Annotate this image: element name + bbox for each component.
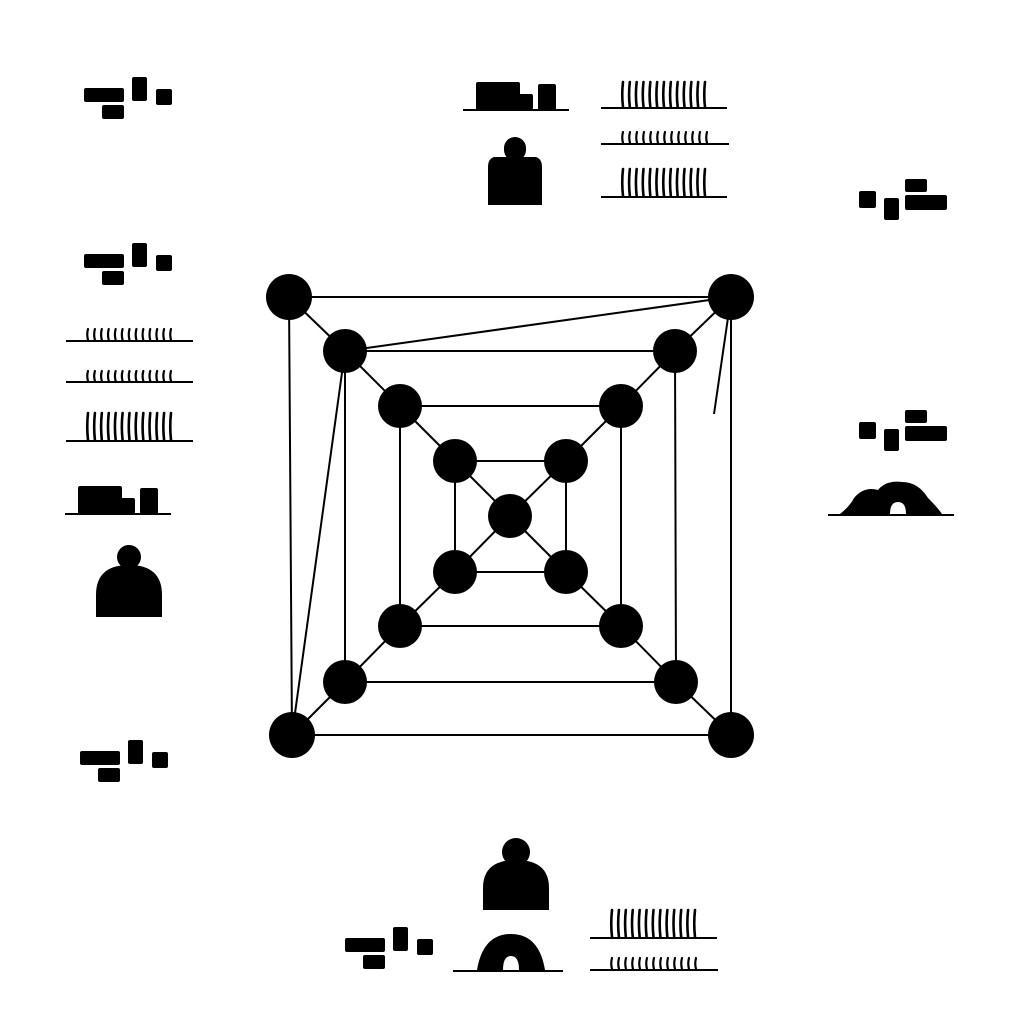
graph-edge (288, 296, 293, 736)
pawn-glyph-left (96, 545, 162, 617)
brick-glyph-left-lower (80, 740, 168, 782)
graph-node (599, 384, 643, 428)
graph-node (654, 660, 698, 704)
graph-node (599, 604, 643, 648)
cave-glyph-right (828, 481, 954, 516)
graph-node (488, 494, 532, 538)
graph-nodes (266, 274, 754, 758)
tally-bottom-2-glyph (590, 956, 718, 971)
graph-node (433, 439, 477, 483)
graph-node (653, 329, 697, 373)
tally-left-2-glyph (66, 369, 193, 383)
tally-top-3-glyph (601, 167, 727, 198)
graph-node (544, 550, 588, 594)
block-stack-glyph-left (65, 486, 171, 515)
brick-glyph-left-upper (84, 243, 172, 285)
block-stack-glyph-top (463, 82, 569, 111)
brick-glyph-right-upper (859, 179, 947, 220)
graph-node (544, 439, 588, 483)
arch-glyph-bottom (453, 934, 563, 972)
graph-edge (291, 350, 346, 736)
graph-node (378, 604, 422, 648)
graph-node (378, 384, 422, 428)
graph-node (266, 274, 312, 320)
graph-edge (344, 296, 732, 352)
tally-left-1-glyph (66, 327, 193, 342)
brick-glyph-top-left (84, 77, 172, 119)
pawn-glyph-bottom (483, 838, 549, 910)
tally-top-2-glyph (601, 130, 729, 145)
graph-node (323, 329, 367, 373)
graph-node (269, 712, 315, 758)
weight-glyph-top (488, 137, 542, 205)
tally-left-3-glyph (66, 411, 193, 442)
tally-bottom-1-glyph (590, 908, 717, 939)
graph-node (708, 274, 754, 320)
graph-node (708, 712, 754, 758)
tally-glyphs (66, 80, 729, 971)
graph-node (433, 550, 477, 594)
graph-edge (674, 350, 677, 683)
tally-top-1-glyph (601, 80, 727, 109)
brick-glyph-bottom (345, 927, 433, 969)
graph-node (323, 660, 367, 704)
brick-glyph-right-lower (859, 410, 947, 451)
